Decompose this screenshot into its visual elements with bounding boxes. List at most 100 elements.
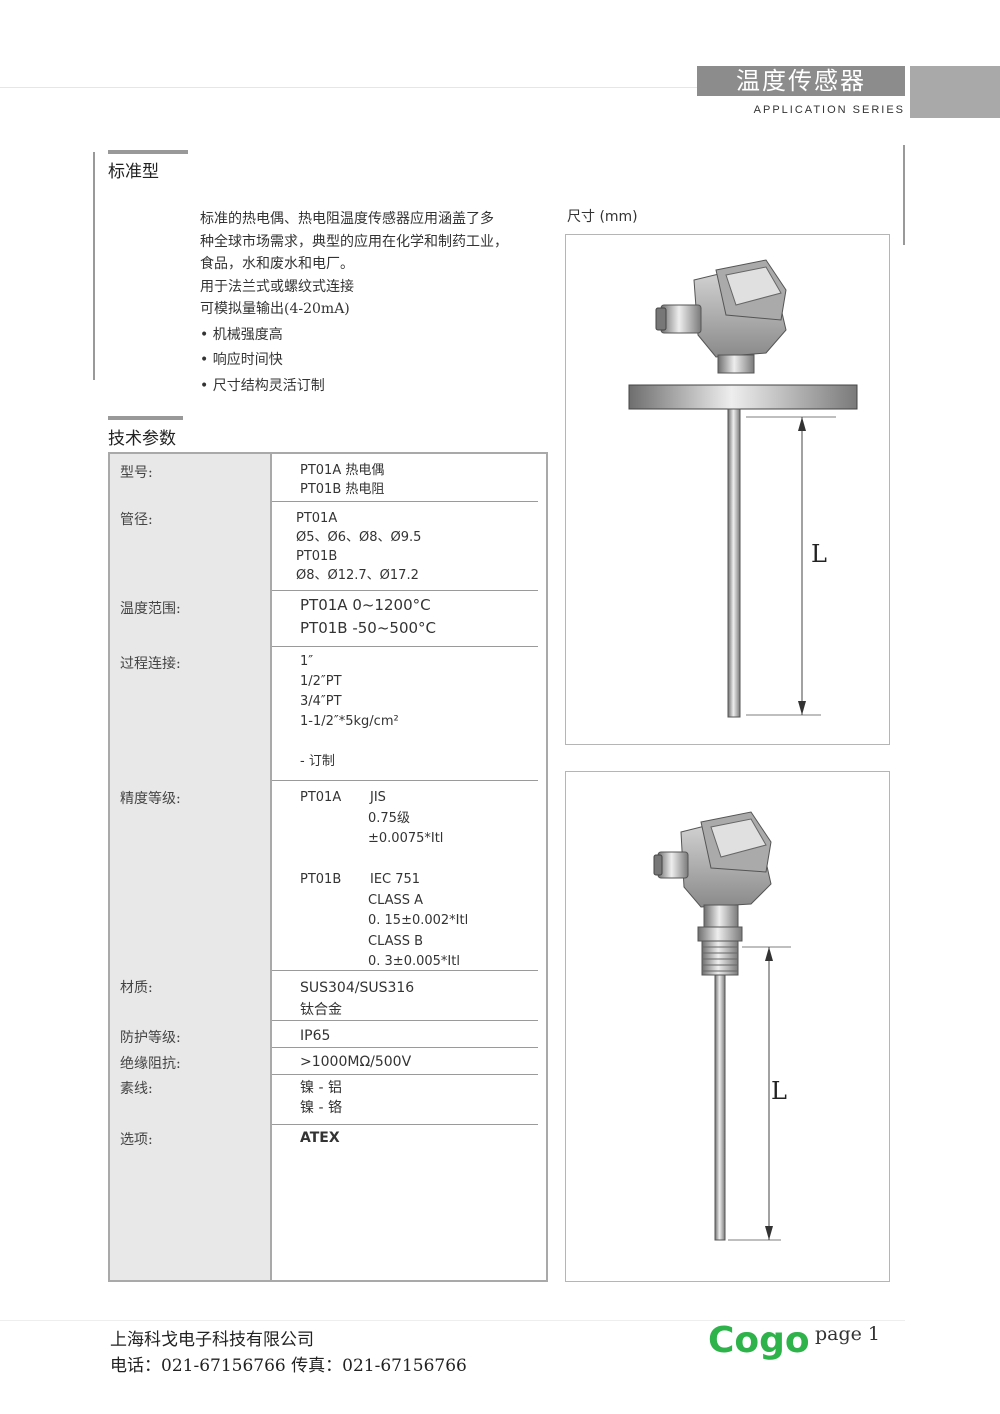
intro-line: 种全球市场需求，典型的应用在化学和制药工业， (200, 233, 508, 250)
row-divider (272, 1124, 538, 1125)
intro-line: 用于法兰式或螺纹式连接 (200, 278, 354, 295)
row-divider (272, 646, 538, 647)
spec-label-diameter: 管径: (120, 512, 153, 528)
figure-flange-sensor: L (565, 234, 890, 745)
spec-value-line: 镍 - 铝 (300, 1080, 342, 1096)
spec-value-line: 钛合金 (300, 1002, 342, 1018)
intro-line: 标准的热电偶、热电阻温度传感器应用涵盖了多 (200, 211, 494, 227)
length-dimension (728, 946, 791, 1241)
spec-label-options: 选项: (120, 1132, 153, 1148)
threaded-sensor-drawing (653, 811, 791, 1241)
spec-value-line: PT01B -50~500°C (300, 619, 437, 637)
sensor-head (653, 811, 772, 928)
spec-value-line: SUS304/SUS316 (300, 980, 415, 996)
section-title-specs: 技术参数 (108, 429, 176, 449)
logo-text: Cogo (708, 1320, 808, 1361)
footer-company-name: 上海科戈电子科技有限公司 (110, 1330, 314, 1350)
spec-value-line: PT01A (296, 511, 338, 526)
row-divider (272, 1047, 538, 1048)
feature-bullet: • 机械强度高 (200, 326, 283, 343)
spec-label-connection: 过程连接: (120, 656, 181, 672)
flange-sensor-drawing (628, 259, 858, 718)
page-number: page 1 (815, 1323, 881, 1345)
intro-text: 标准的热电偶、热电阻温度传感器应用涵盖了多 种全球市场需求，典型的应用在化学和制… (200, 208, 560, 397)
feature-bullet: • 尺寸结构灵活订制 (200, 377, 325, 394)
length-label: L (811, 540, 827, 568)
footer-contact: 电话：021-67156766 传真：021-67156766 (110, 1356, 467, 1376)
length-label: L (771, 1077, 787, 1105)
cogo-logo: Cogo (708, 1320, 808, 1361)
section-bar-specs (108, 416, 183, 420)
spec-value-line: - 订制 (300, 754, 335, 769)
spec-value-connection: 1″ 1/2″PT 3/4″PT 1-1/2″*5kg/cm² - 订制 (300, 652, 399, 772)
thread-fitting (697, 926, 743, 976)
spec-label-protection: 防护等级: (120, 1030, 181, 1046)
spec-value-line: PT01B 热电阻 (300, 482, 385, 497)
spec-value-line: 0. 15±0.002*Itl (368, 913, 469, 928)
spec-value-model: PT01A 热电偶 PT01B 热电阻 (300, 461, 384, 499)
row-divider (272, 1020, 538, 1021)
flange-plate (628, 384, 858, 410)
intro-line: 食品，水和废水和电厂。 (200, 256, 354, 272)
spec-value-line: IP65 (300, 1028, 331, 1044)
header-tab-block (910, 66, 1000, 118)
dimensions-label: 尺寸 (mm) (567, 209, 638, 225)
spec-label-model: 型号: (120, 465, 153, 481)
spec-value-line: PT01B (296, 549, 338, 564)
spec-value-material: SUS304/SUS316 钛合金 (300, 977, 414, 1021)
spec-value-temp-range: PT01A 0~1200°C PT01B -50~500°C (300, 594, 436, 640)
footer-rule (0, 1320, 905, 1321)
spec-value-diameter: PT01A Ø5、Ø6、Ø8、Ø9.5 PT01B Ø8、Ø12.7、Ø17.2 (296, 509, 421, 585)
spec-value-line: Ø8、Ø12.7、Ø17.2 (296, 568, 419, 583)
spec-value-line: IEC 751 (370, 872, 421, 887)
spec-value-line: 1″ (300, 654, 314, 669)
spec-value-line: CLASS B (368, 933, 424, 949)
spec-table: 型号: PT01A 热电偶 PT01B 热电阻 管径: PT01A Ø5、Ø6、… (108, 452, 548, 1282)
section-title-standard: 标准型 (108, 162, 159, 182)
spec-value-line: 镍 - 铬 (300, 1100, 342, 1116)
figure-threaded-sensor: L (565, 771, 890, 1282)
spec-label-wire: 素线: (120, 1081, 153, 1097)
spec-value-line: 1-1/2″*5kg/cm² (300, 714, 399, 729)
row-divider (272, 1074, 538, 1075)
spec-value-line: 1/2″PT (300, 674, 342, 689)
spec-value-protection: IP65 (300, 1027, 330, 1046)
spec-value-line: 0. 3±0.005*Itl (368, 954, 460, 969)
section-bar-standard (108, 150, 188, 154)
spec-label-column (110, 454, 272, 1280)
spec-value-line: PT01A 0~1200°C (300, 596, 431, 614)
row-divider (272, 590, 538, 591)
page-frame-top (0, 87, 697, 88)
spec-label-temp-range: 温度范围: (120, 601, 181, 617)
spec-value-line: 0.75级 (368, 810, 410, 826)
spec-value-line: ±0.0075*Itl (368, 831, 444, 846)
sensor-tube (727, 408, 741, 718)
spec-value-options: ATEX (300, 1129, 340, 1148)
feature-bullet: • 响应时间快 (200, 352, 283, 368)
length-dimension (746, 416, 836, 716)
spec-value-wire: 镍 - 铝 镍 - 铬 (300, 1078, 342, 1118)
vertical-rule-right (903, 145, 905, 245)
header-subtitle: APPLICATION SERIES (753, 104, 905, 116)
row-divider (272, 780, 538, 781)
intro-line: 可模拟量输出(4-20mA) (200, 301, 350, 317)
spec-value-line: PT01A (300, 790, 342, 805)
row-divider (272, 970, 538, 971)
spec-value-line: >1000MΩ/500V (300, 1054, 412, 1070)
row-divider (272, 501, 538, 502)
spec-value-line: PT01B (300, 872, 342, 887)
spec-value-insulation: >1000MΩ/500V (300, 1053, 411, 1072)
spec-value-line: PT01A 热电偶 (300, 463, 385, 478)
vertical-rule-left (93, 152, 95, 380)
header-title: 温度传感器 (697, 66, 905, 96)
spec-value-line: Ø5、Ø6、Ø8、Ø9.5 (296, 530, 422, 545)
sensor-head (655, 259, 787, 374)
sensor-tube (714, 974, 726, 1241)
spec-label-material: 材质: (120, 980, 153, 996)
spec-value-line: JIS (370, 790, 386, 805)
spec-label-insulation: 绝缘阻抗: (120, 1056, 181, 1072)
spec-label-accuracy: 精度等级: (120, 791, 181, 807)
spec-value-line: CLASS A (368, 892, 424, 908)
spec-value-line: ATEX (300, 1130, 340, 1146)
